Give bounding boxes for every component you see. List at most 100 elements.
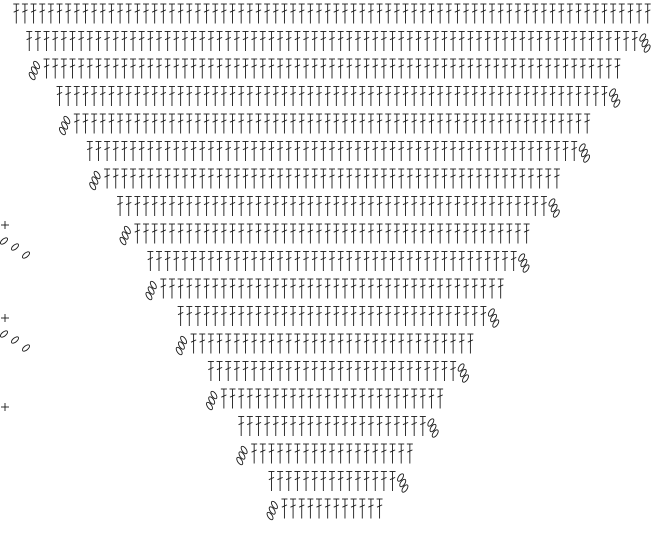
stitch-dc [372,32,378,52]
stitch-dc [121,32,127,52]
stitch-ch [520,258,528,267]
stitch-ch [429,423,437,432]
stitch-dc [264,114,270,134]
stitch-dc [178,279,184,299]
stitch-ch [580,148,588,157]
stitch-dc [113,142,119,162]
stitch-dc [195,197,201,217]
stitch-dc [467,32,473,52]
stitch-dc [390,444,396,464]
stitch-dc [563,59,569,79]
stitch-dc [645,4,651,24]
stitch-dc [364,32,370,52]
stitch-dc [493,169,499,189]
stitch-dc [225,32,231,52]
stitch-dc [563,142,569,162]
stitch-ch [0,330,9,339]
stitch-dc [411,197,417,217]
turning-chain-right [487,308,500,328]
stitch-dc [268,252,274,272]
turning-chain-right [548,198,561,218]
stitch-dc [359,114,365,134]
stitch-dc [437,389,443,409]
stitch-dc [489,114,495,134]
stitch-dc [597,59,603,79]
stitch-dc [182,252,188,272]
stitch-dc [428,197,434,217]
turning-chain-right [517,253,530,273]
stitch-ch [550,203,558,212]
stitch-dc [480,224,486,244]
stitch-dc [614,32,620,52]
stitch-dc [416,362,422,382]
stitch-dc [338,472,344,492]
stitch-dc [152,197,158,217]
stitch-dc [554,59,560,79]
stitch-ch [639,33,647,42]
stitch-dc [498,279,504,299]
stitch-dc [355,142,361,162]
stitch-dc [238,4,244,24]
stitch-dc [381,444,387,464]
stitch-dc [316,389,322,409]
stitch-dc [485,59,491,79]
stitch-dc [597,32,603,52]
stitch-dc [411,224,417,244]
stitch-dc [247,389,253,409]
stitch-dc [333,389,339,409]
stitch-dc [554,142,560,162]
stitch-dc [255,197,261,217]
stitch-dc [407,59,413,79]
stitch-dc [480,4,486,24]
stitch-dc [437,4,443,24]
stitch-dc [359,417,365,437]
turning-chain-right [427,418,440,438]
stitch-dc [368,499,374,519]
stitch-dc [234,362,240,382]
stitch-dc [450,252,456,272]
stitch-dc [377,307,383,327]
stitch-dc [217,32,223,52]
stitch-dc [372,142,378,162]
stitch-dc [260,59,266,79]
stitch-dc [117,197,123,217]
stitch-dc [273,197,279,217]
stitch-dc [480,279,486,299]
stitch-dc [143,224,149,244]
stitch-dc [351,499,357,519]
stitch-dc [450,142,456,162]
stitch-dc [325,307,331,327]
stitch-row [87,142,577,162]
stitch-dc [394,4,400,24]
stitch-dc [519,32,525,52]
stitch-dc [247,417,253,437]
stitch-dc [299,307,305,327]
stitch-dc [368,114,374,134]
stitch-dc [307,307,313,327]
stitch-row [221,389,443,409]
stitch-dc [264,389,270,409]
stitch-dc [420,389,426,409]
stitch-dc [407,142,413,162]
stitch-ch [58,126,66,135]
stitch-dc [281,87,287,107]
stitch-dc [342,307,348,327]
stitch-dc [359,499,365,519]
stitch-dc [420,87,426,107]
stitch-dc [441,32,447,52]
stitch-dc [377,417,383,437]
stitch-dc [368,307,374,327]
stitch-dc [342,114,348,134]
stitch-dc [519,142,525,162]
stitch-dc [234,334,240,354]
stitch-dc [173,32,179,52]
stitch-dc [372,59,378,79]
stitch-dc [411,87,417,107]
stitch-dc [268,32,274,52]
stitch-dc [57,87,63,107]
stitch-dc [342,389,348,409]
stitch-dc [416,334,422,354]
stitch-dc [277,169,283,189]
stitch-dc [82,114,88,134]
stitch-dc [390,472,396,492]
